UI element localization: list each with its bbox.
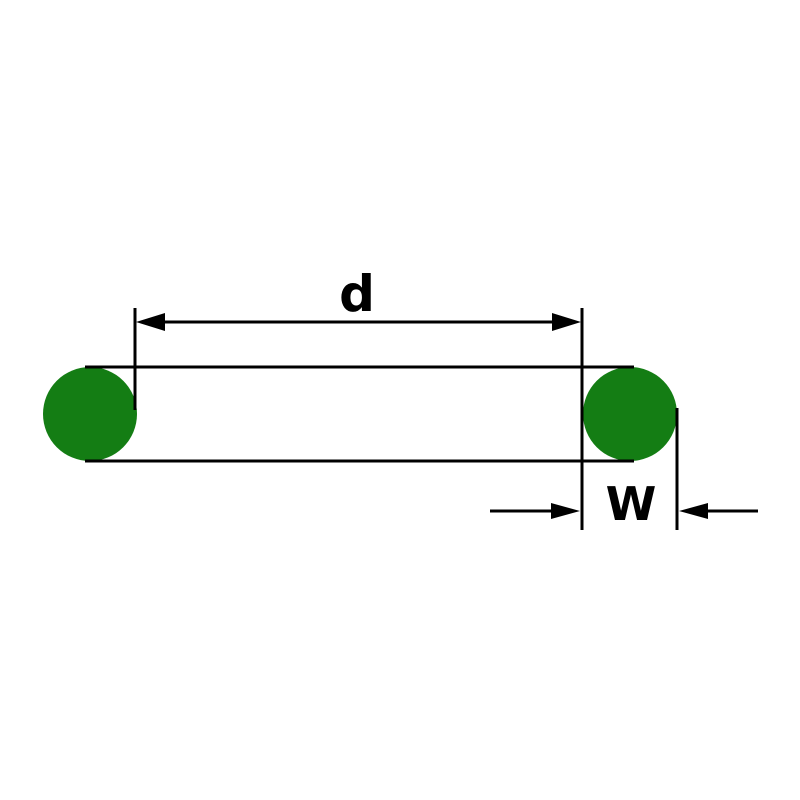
oring-left-cross-section: [43, 367, 137, 461]
label-cross-section-width: W: [606, 477, 657, 531]
oring-right-cross-section: [583, 367, 677, 461]
arrowhead-w-left-icon: [551, 503, 580, 519]
arrowhead-w-right-icon: [679, 503, 708, 519]
dimension-d: d: [136, 265, 581, 331]
arrowhead-d-right-icon: [552, 313, 581, 331]
arrowhead-d-left-icon: [136, 313, 165, 331]
dimension-w: W: [490, 477, 758, 531]
label-inner-diameter: d: [339, 265, 375, 323]
